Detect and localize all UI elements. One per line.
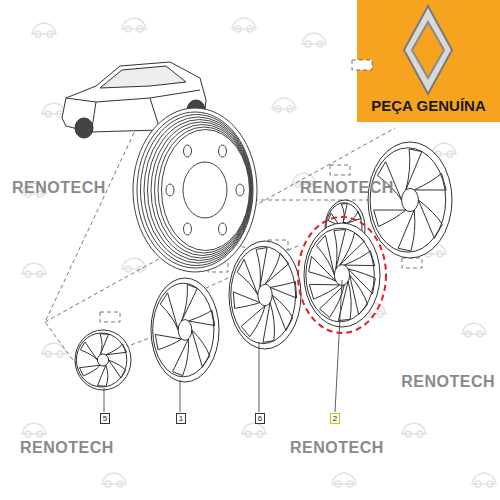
- callout-number: 6: [255, 413, 265, 424]
- assembly-lines: [45, 60, 422, 390]
- callout-number: 1: [176, 413, 186, 424]
- callout-text: 2: [333, 415, 337, 423]
- callout-number: 5: [100, 413, 110, 424]
- hubcap-6: [229, 241, 301, 349]
- steel-wheel: [133, 108, 257, 272]
- watermark: RENOTECH: [20, 440, 114, 456]
- badge-text: PEÇA GENUÍNA: [371, 98, 485, 123]
- watermark: RENOTECH: [12, 180, 106, 196]
- callout-text: 6: [258, 415, 262, 423]
- brand-logo: [404, 6, 452, 94]
- hubcap-1: [151, 278, 219, 382]
- hubcap-large: [368, 142, 452, 258]
- brand-panel: [357, 0, 500, 122]
- watermark: RENOTECH: [300, 180, 394, 196]
- callout-number: 2: [330, 413, 340, 424]
- center-cap-small: [75, 330, 131, 390]
- hubcap-2: [304, 223, 380, 327]
- watermark: RENOTECH: [290, 440, 384, 456]
- leader-lines: [104, 280, 342, 412]
- callout-text: 1: [179, 415, 183, 423]
- watermark: RENOTECH: [401, 374, 495, 390]
- callout-text: 5: [103, 415, 107, 423]
- highlight-ring: [298, 217, 386, 333]
- brand-badge: PEÇA GENUÍNA: [357, 0, 500, 122]
